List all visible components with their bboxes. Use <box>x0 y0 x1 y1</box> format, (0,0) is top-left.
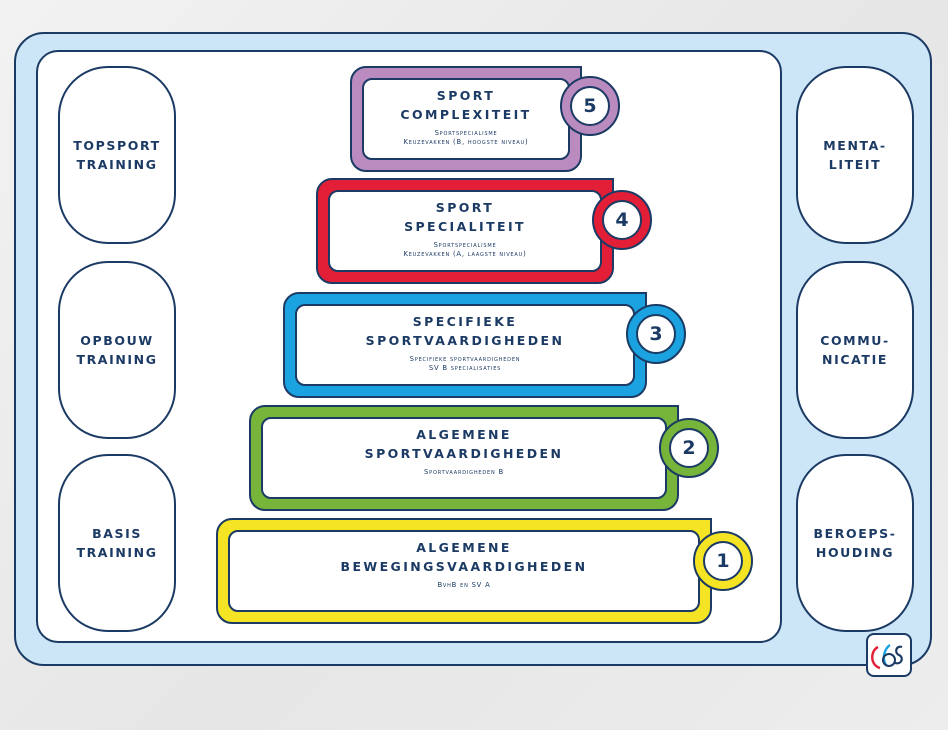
step-5-box: SPORT COMPLEXITEIT Sportspecialisme Keuz… <box>350 66 582 172</box>
step-5-badge: 5 <box>560 76 620 136</box>
step-2-number: 2 <box>682 437 696 459</box>
pill-label: MENTA- LITEIT <box>823 138 887 172</box>
pill-label: BASIS TRAINING <box>76 526 158 560</box>
step-3-badge-inner: 3 <box>636 314 676 354</box>
step-5-title: SPORT COMPLEXITEIT <box>400 88 532 122</box>
step-3-inner: SPECIFIEKE SPORTVAARDIGHEDEN Specifieke … <box>295 304 635 386</box>
step-4-title: SPORT SPECIALITEIT <box>404 200 526 234</box>
step-2-inner: ALGEMENE SPORTVAARDIGHEDEN Sportvaardigh… <box>261 417 667 499</box>
logo-icon <box>866 633 912 677</box>
step-2-badge: 2 <box>659 418 719 478</box>
step-5-number: 5 <box>583 95 597 117</box>
step-1-box: ALGEMENE BEWEGINGSVAARDIGHEDEN BvhB en S… <box>216 518 712 624</box>
step-3-badge: 3 <box>626 304 686 364</box>
pill-opbouw-training: OPBOUW TRAINING <box>58 261 176 439</box>
step-1-badge: 1 <box>693 531 753 591</box>
step-1-subtitle: BvhB en SV A <box>437 581 491 589</box>
step-5-subtitle: Sportspecialisme Keuzevakken (B, hoogste… <box>403 129 529 146</box>
step-4-number: 4 <box>615 209 629 231</box>
step-1-badge-inner: 1 <box>703 541 743 581</box>
step-3-title: SPECIFIEKE SPORTVAARDIGHEDEN <box>365 314 565 348</box>
step-2-box: ALGEMENE SPORTVAARDIGHEDEN Sportvaardigh… <box>249 405 679 511</box>
step-1-number: 1 <box>716 550 730 572</box>
step-4-subtitle: Sportspecialisme Keuzevakken (A, laagste… <box>403 241 527 258</box>
step-4-inner: SPORT SPECIALITEIT Sportspecialisme Keuz… <box>328 190 602 272</box>
pill-basis-training: BASIS TRAINING <box>58 454 176 632</box>
step-4-badge-inner: 4 <box>602 200 642 240</box>
pill-label: OPBOUW TRAINING <box>76 333 158 367</box>
pill-label: TOPSPORT TRAINING <box>73 138 161 172</box>
pill-mentaliteit: MENTA- LITEIT <box>796 66 914 244</box>
pill-label: COMMU- NICATIE <box>820 333 890 367</box>
step-2-subtitle: Sportvaardigheden B <box>424 468 504 476</box>
pill-communicatie: COMMU- NICATIE <box>796 261 914 439</box>
step-1-inner: ALGEMENE BEWEGINGSVAARDIGHEDEN BvhB en S… <box>228 530 700 612</box>
step-2-title: ALGEMENE SPORTVAARDIGHEDEN <box>364 427 564 461</box>
step-4-box: SPORT SPECIALITEIT Sportspecialisme Keuz… <box>316 178 614 284</box>
step-3-number: 3 <box>649 323 663 345</box>
logo-mark <box>871 644 903 670</box>
pill-topsport-training: TOPSPORT TRAINING <box>58 66 176 244</box>
step-5-badge-inner: 5 <box>570 86 610 126</box>
pill-beroepshouding: BEROEPS- HOUDING <box>796 454 914 632</box>
step-1-title: ALGEMENE BEWEGINGSVAARDIGHEDEN <box>340 540 588 574</box>
step-3-subtitle: Specifieke sportvaardigheden SV B specia… <box>409 355 521 372</box>
pill-label: BEROEPS- HOUDING <box>813 526 897 560</box>
step-3-box: SPECIFIEKE SPORTVAARDIGHEDEN Specifieke … <box>283 292 647 398</box>
step-2-badge-inner: 2 <box>669 428 709 468</box>
step-4-badge: 4 <box>592 190 652 250</box>
step-5-inner: SPORT COMPLEXITEIT Sportspecialisme Keuz… <box>362 78 570 160</box>
